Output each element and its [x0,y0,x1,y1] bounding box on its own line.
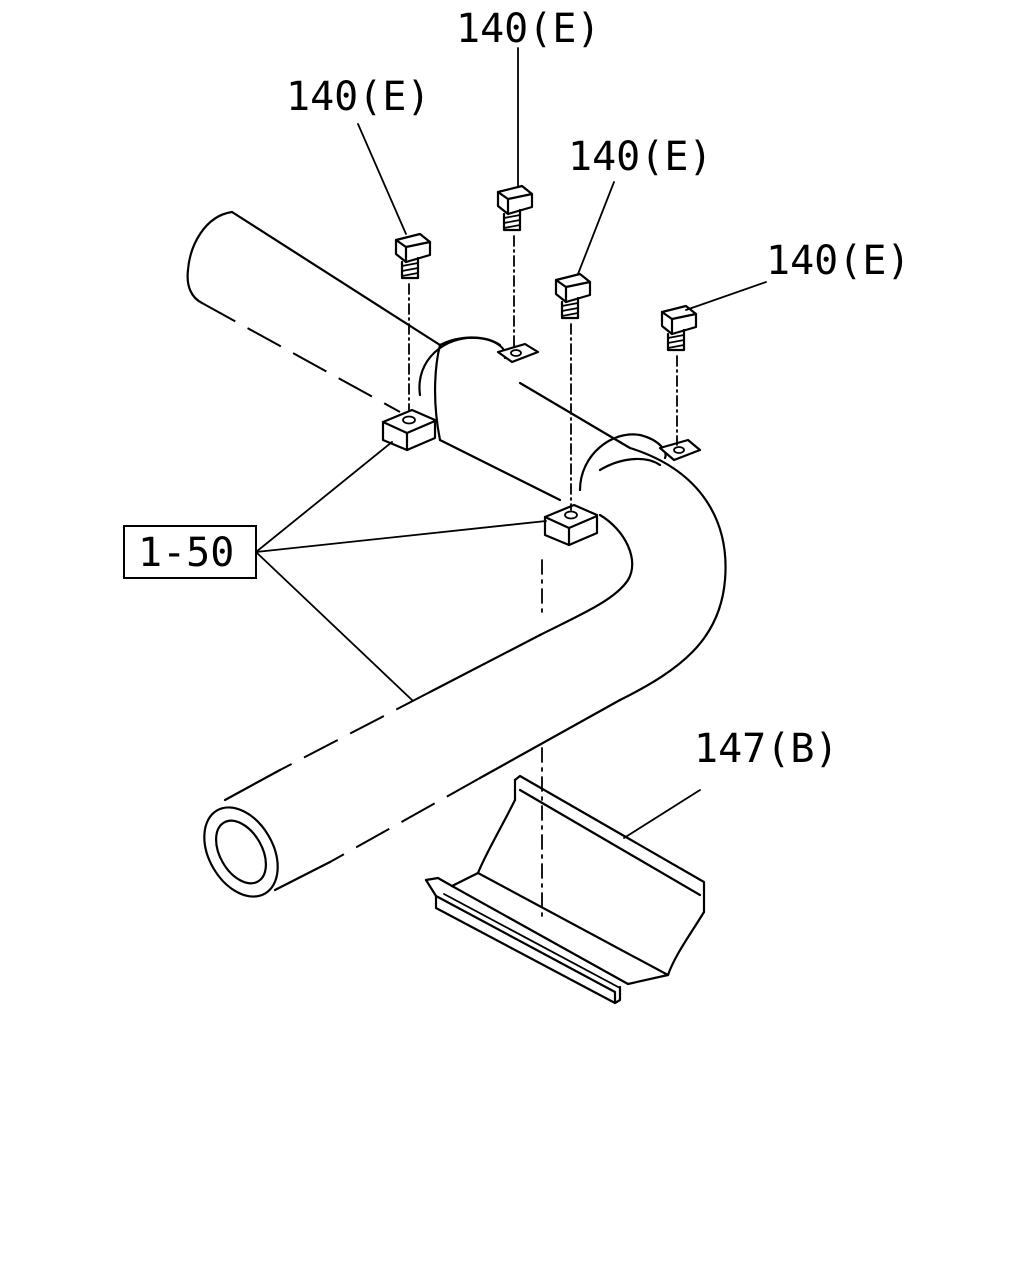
bolt-3 [554,272,592,511]
callout-bolt-top: 140(E) [456,6,601,52]
callout-bracket-ref: 1-50 [138,530,234,576]
callout-bolt-middle: 140(E) [568,134,713,180]
callout-heat-shield: 147(B) [694,726,839,772]
clamp-2 [543,433,702,547]
leader-lines [255,47,767,839]
callout-bolt-left: 140(E) [286,74,431,120]
bracket-ref-box [123,525,257,579]
bolt-1 [394,232,432,411]
exhaust-pipe [186,210,727,898]
clamp-1 [381,336,540,452]
bolt-2 [496,184,534,349]
callout-bolt-right: 140(E) [766,238,911,284]
heat-shield [424,559,706,1005]
bolt-4 [660,304,698,446]
